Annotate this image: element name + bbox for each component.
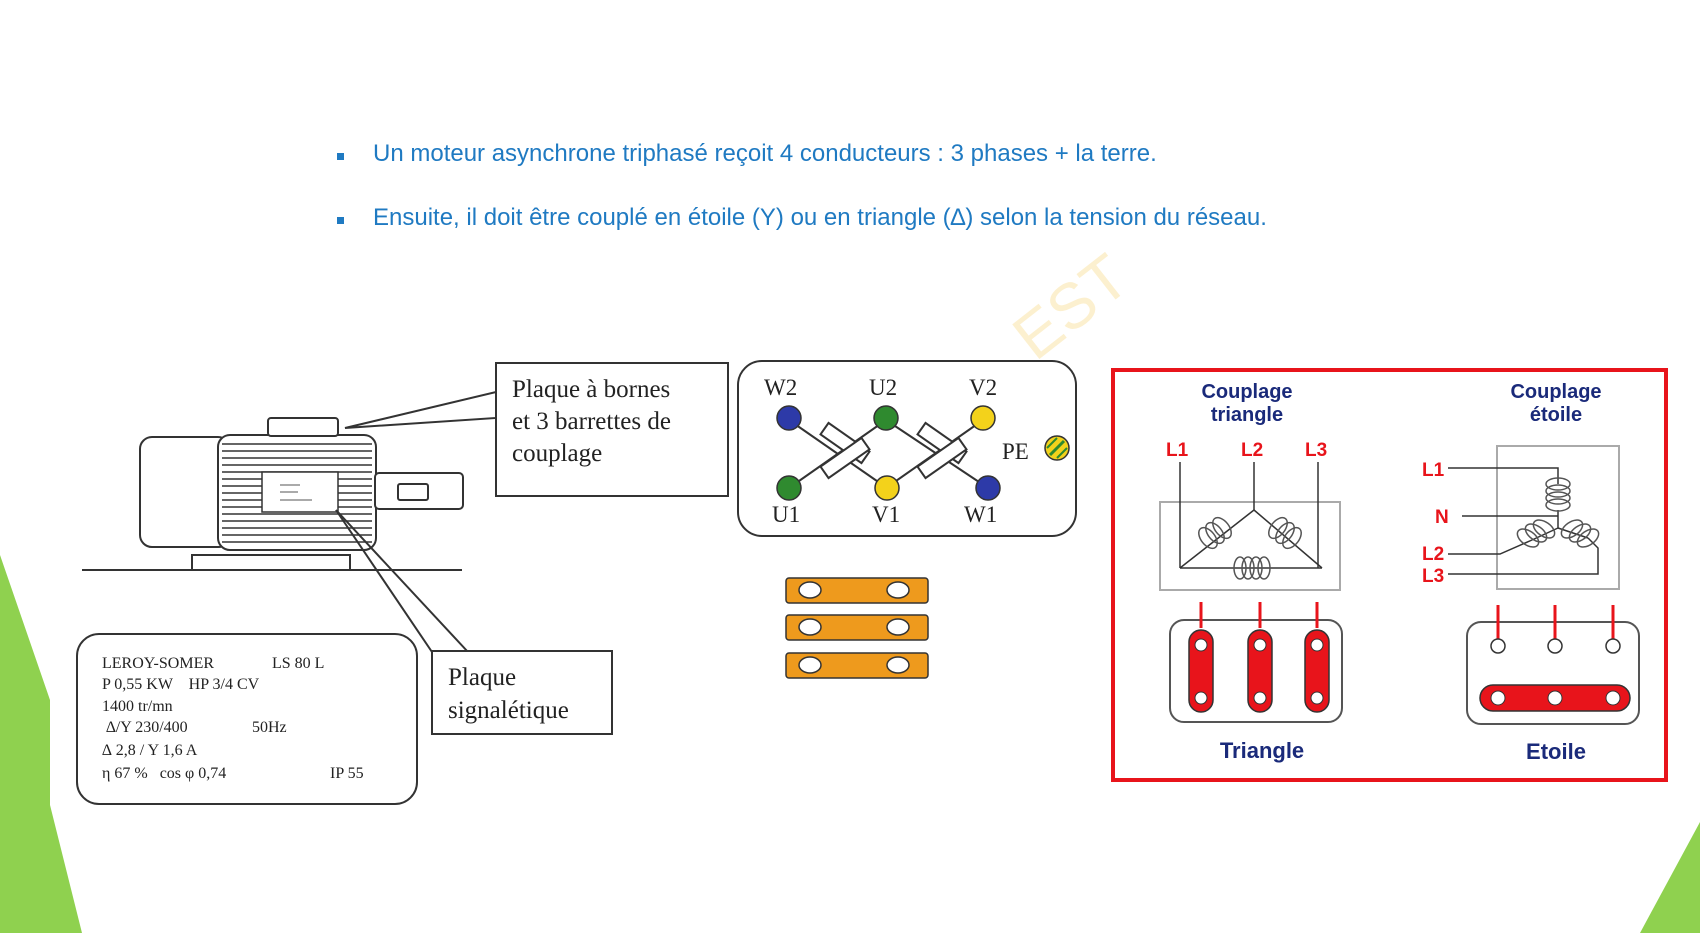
terminal-label-v1: V1 — [872, 502, 900, 527]
nameplate — [76, 633, 418, 805]
triangle-title-line2: triangle — [1211, 404, 1283, 426]
motor-plate-text — [280, 484, 312, 501]
callout-bornes-line3: couplage — [512, 440, 602, 467]
star-line-label-l2: L2 — [1422, 544, 1444, 565]
terminal-w2-dot — [776, 405, 802, 431]
terminal-label-w1: W1 — [964, 502, 997, 527]
nameplate-line3: 1400 tr/mn — [102, 698, 173, 715]
nameplate-line4-left: ∆/Y 230/400 — [106, 719, 188, 736]
terminal-u2-dot — [873, 405, 899, 431]
triangle-bars — [1188, 602, 1330, 713]
star-bar — [1479, 605, 1631, 712]
star-line-label-l3: L3 — [1422, 566, 1444, 587]
callout-signal — [431, 650, 613, 735]
bullet-list: Un moteur asynchrone triphasé reçoit 4 c… — [330, 140, 1580, 268]
star-line-label-n: N — [1435, 507, 1449, 528]
callout-bornes-line1: Plaque à bornes — [512, 376, 670, 403]
callout-pointer-bornes — [344, 390, 497, 429]
coupling-bar — [785, 652, 929, 679]
coupling-bar — [785, 577, 929, 604]
bullet-item: Un moteur asynchrone triphasé reçoit 4 c… — [330, 140, 1580, 204]
callout-signal-line1: Plaque — [448, 664, 516, 691]
star-coils — [1516, 477, 1600, 548]
nameplate-line4-right: 50Hz — [252, 719, 287, 736]
star-title-line1: Couplage — [1510, 381, 1601, 403]
callout-signal-line2: signalétique — [448, 697, 569, 724]
callout-pointer-signal-a — [335, 509, 433, 653]
terminal-label-v2: V2 — [969, 375, 997, 400]
triangle-schematic-frame — [1159, 501, 1341, 591]
motor-plate-small — [261, 471, 339, 513]
nameplate-line6-left: η 67 % cos φ 0,74 — [102, 765, 226, 782]
nameplate-line5: ∆ 2,8 / Y 1,6 A — [102, 742, 198, 759]
bullet-item: Ensuite, il doit être couplé en étoile (… — [330, 204, 1580, 268]
pe-terminal-icon — [1044, 435, 1070, 461]
terminal-label-u1: U1 — [772, 502, 800, 527]
star-schematic-frame — [1496, 445, 1620, 590]
callout-pointer-signal-b — [335, 509, 469, 653]
nameplate-line6-right: IP 55 — [330, 765, 364, 782]
green-corner-left — [0, 555, 82, 933]
triangle-label: Triangle — [1220, 738, 1304, 763]
nameplate-line1-right: LS 80 L — [272, 655, 324, 672]
terminal-label-w2: W2 — [764, 375, 797, 400]
triangle-coils — [1198, 516, 1302, 580]
bullet-square-icon — [337, 217, 344, 224]
star-title-line2: étoile — [1530, 404, 1582, 426]
triangle-line-label-l3: L3 — [1305, 440, 1327, 461]
bullet-square-icon — [337, 153, 344, 160]
bullet-text: Un moteur asynchrone triphasé reçoit 4 c… — [373, 140, 1157, 167]
terminal-resistors — [819, 421, 968, 480]
terminal-v1-dot — [874, 475, 900, 501]
terminal-v2-dot — [970, 405, 996, 431]
terminal-label-pe: PE — [1002, 439, 1029, 464]
star-label: Etoile — [1526, 739, 1586, 764]
star-line-label-l1: L1 — [1422, 460, 1445, 481]
coupling-bars — [785, 577, 929, 679]
nameplate-line1-left: LEROY-SOMER — [102, 655, 214, 672]
triangle-title-line1: Couplage — [1201, 381, 1292, 403]
nameplate-text: LEROY-SOMER LS 80 L P 0,55 KW HP 3/4 CV … — [102, 655, 364, 782]
triangle-line-label-l2: L2 — [1241, 440, 1263, 461]
callout-bornes — [495, 362, 729, 497]
bullet-text: Ensuite, il doit être couplé en étoile (… — [373, 204, 1267, 231]
nameplate-line2: P 0,55 KW HP 3/4 CV — [102, 676, 260, 693]
terminal-u1-dot — [776, 475, 802, 501]
green-corner-right — [1640, 822, 1700, 933]
terminal-label-u2: U2 — [869, 375, 897, 400]
watermark: EST — [1000, 240, 1142, 373]
triangle-line-label-l1: L1 — [1166, 440, 1189, 461]
coupling-bar — [785, 614, 929, 641]
terminal-w1-dot — [975, 475, 1001, 501]
callout-bornes-line2: et 3 barrettes de — [512, 408, 671, 435]
